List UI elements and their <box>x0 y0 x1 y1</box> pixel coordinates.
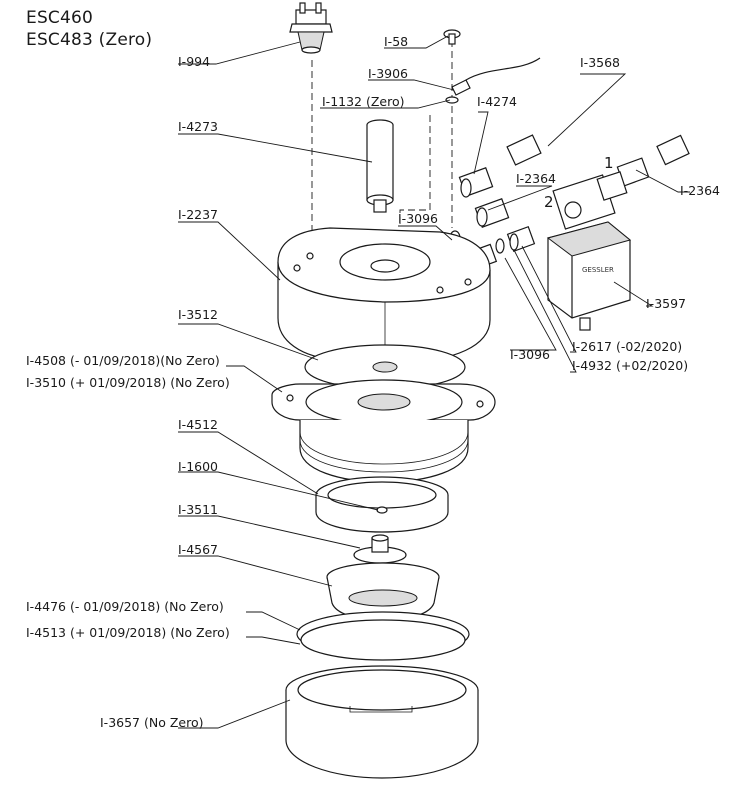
solenoid-port-2: 2 <box>544 193 554 211</box>
label-i-3511: I-3511 <box>178 502 219 517</box>
label-i-58: I-58 <box>384 34 409 49</box>
shower-holder-part <box>353 534 407 564</box>
svg-text:GESSLER: GESSLER <box>582 266 614 274</box>
label-i-3510: I-3510 (+ 01/09/2018) (No Zero) <box>26 375 230 390</box>
label-i-2364-right: I-2364 <box>680 183 721 198</box>
fitting-4274 <box>458 167 494 198</box>
solenoid-valve-part: GESSLER <box>546 171 632 331</box>
label-i-3597: I-3597 <box>646 296 687 311</box>
gasket-3512-part <box>304 344 466 390</box>
washer-part <box>445 96 459 104</box>
label-i-3906: I-3906 <box>368 66 409 81</box>
label-i-3096-bottom: I-3096 <box>510 347 551 362</box>
label-i-3096-top: I-3096 <box>398 211 439 226</box>
label-i-4513: I-4513 (+ 01/09/2018) (No Zero) <box>26 625 230 640</box>
boiler-cover-part <box>277 227 491 363</box>
label-i-2364-left: I-2364 <box>516 171 557 186</box>
seal-part <box>296 611 470 661</box>
label-i-4932: I-4932 (+02/2020) <box>572 358 689 373</box>
label-i-4476: I-4476 (- 01/09/2018) (No Zero) <box>26 599 224 614</box>
label-i-3512: I-3512 <box>178 307 219 322</box>
ring-4512-part <box>315 476 449 533</box>
pipe-part <box>506 81 690 166</box>
shower-screen-part <box>326 562 440 621</box>
solenoid-port-1: 1 <box>604 154 614 172</box>
fitting-2364-left <box>474 198 510 228</box>
label-i-4273: I-4273 <box>178 119 219 134</box>
label-i-2617: I-2617 (-02/2020) <box>572 339 683 354</box>
base-ring-part <box>285 665 479 779</box>
boiler-body-part <box>271 379 496 483</box>
sensor-part <box>366 119 394 213</box>
label-i-1132: I-1132 (Zero) <box>322 94 405 109</box>
fitting-2617 <box>506 226 536 252</box>
label-i-4567: I-4567 <box>178 542 219 557</box>
model-title-1: ESC460 <box>26 8 94 28</box>
model-title-2: ESC483 (Zero) <box>26 30 153 50</box>
clip-part <box>451 57 541 96</box>
label-i-2237: I-2237 <box>178 207 219 222</box>
label-i-994: I-994 <box>178 54 211 69</box>
label-i-4508: I-4508 (- 01/09/2018)(No Zero) <box>26 353 220 368</box>
label-i-4274: I-4274 <box>477 94 518 109</box>
label-i-3657: I-3657 (No Zero) <box>100 715 204 730</box>
label-i-4512: I-4512 <box>178 417 219 432</box>
leader-lines <box>178 35 690 729</box>
thermostat-part <box>289 2 333 54</box>
label-i-1600: I-1600 <box>178 459 219 474</box>
label-i-3568: I-3568 <box>580 55 621 70</box>
axis-sensor <box>399 115 431 225</box>
screw-1600-part <box>376 506 388 514</box>
